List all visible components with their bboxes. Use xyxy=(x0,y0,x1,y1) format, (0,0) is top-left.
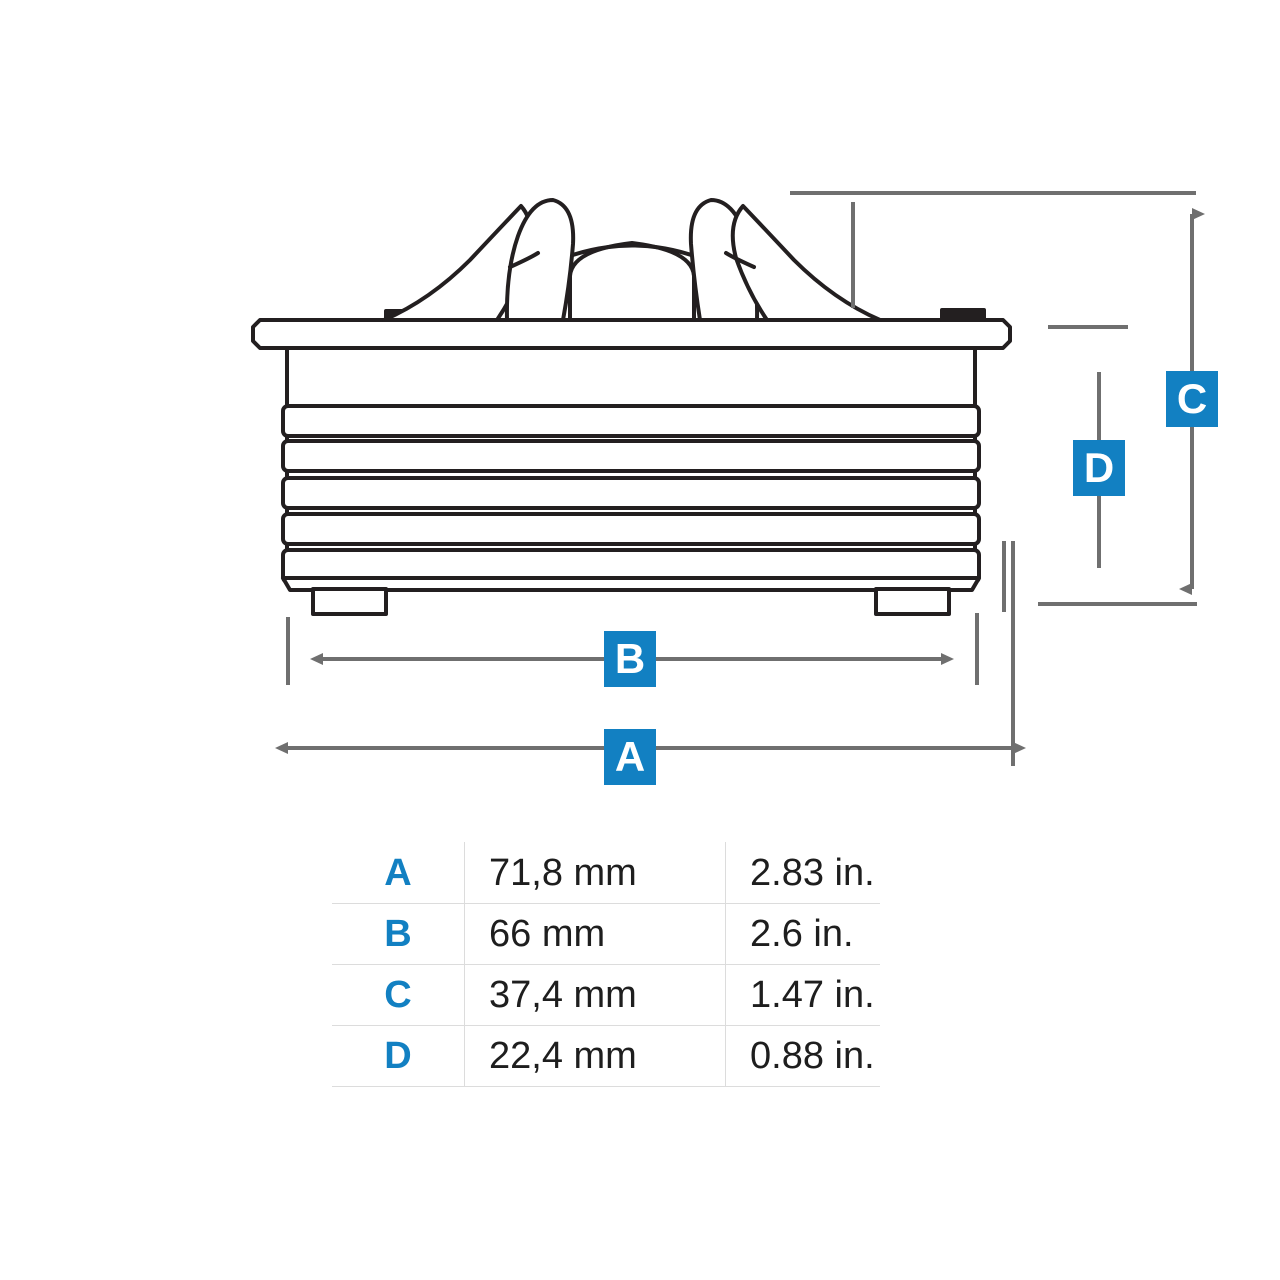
table-cell-inch: 2.83 in. xyxy=(725,842,880,904)
prong-crease-left xyxy=(508,251,540,269)
table-row: B 66 mm 2.6 in. xyxy=(332,903,880,965)
center-dome xyxy=(568,241,696,322)
dimension-badge-b: B xyxy=(604,631,656,687)
dimension-table: A 71,8 mm 2.83 in. B 66 mm 2.6 in. C 37,… xyxy=(332,842,880,1087)
bottom-lip xyxy=(281,576,981,592)
foot-right xyxy=(874,587,951,616)
table-cell-letter: D xyxy=(332,1025,465,1087)
dimension-table-body: A 71,8 mm 2.83 in. B 66 mm 2.6 in. C 37,… xyxy=(332,842,880,1087)
table-cell-inch: 2.6 in. xyxy=(725,903,880,965)
dimension-badge-a: A xyxy=(604,729,656,785)
table-cell-letter: A xyxy=(332,842,465,904)
technical-drawing xyxy=(251,191,1205,766)
prong-crease-right xyxy=(724,251,756,269)
prong-outer-right xyxy=(730,204,882,322)
foot-left xyxy=(311,587,388,616)
table-cell-mm: 37,4 mm xyxy=(464,964,726,1026)
rib-band-4 xyxy=(281,512,981,546)
tab-far-right xyxy=(940,308,986,322)
rib-band-1 xyxy=(281,404,981,438)
rib-band-3 xyxy=(281,476,981,510)
center-dome-top-arc xyxy=(562,243,702,260)
table-cell-letter: C xyxy=(332,964,465,1026)
table-cell-letter: B xyxy=(332,903,465,965)
table-cell-mm: 66 mm xyxy=(464,903,726,965)
prong-inner-left xyxy=(504,198,576,322)
product-outline xyxy=(251,198,1012,616)
table-cell-mm: 22,4 mm xyxy=(464,1025,726,1087)
table-cell-inch: 0.88 in. xyxy=(725,1025,880,1087)
dimension-badge-c: C xyxy=(1166,371,1218,427)
table-row: D 22,4 mm 0.88 in. xyxy=(332,1025,880,1087)
top-flange xyxy=(251,318,1012,350)
rib-band-2 xyxy=(281,439,981,473)
table-cell-inch: 1.47 in. xyxy=(725,964,880,1026)
table-row: C 37,4 mm 1.47 in. xyxy=(332,964,880,1026)
dimension-badge-d: D xyxy=(1073,440,1125,496)
table-cell-mm: 71,8 mm xyxy=(464,842,726,904)
table-row: A 71,8 mm 2.83 in. xyxy=(332,842,880,904)
